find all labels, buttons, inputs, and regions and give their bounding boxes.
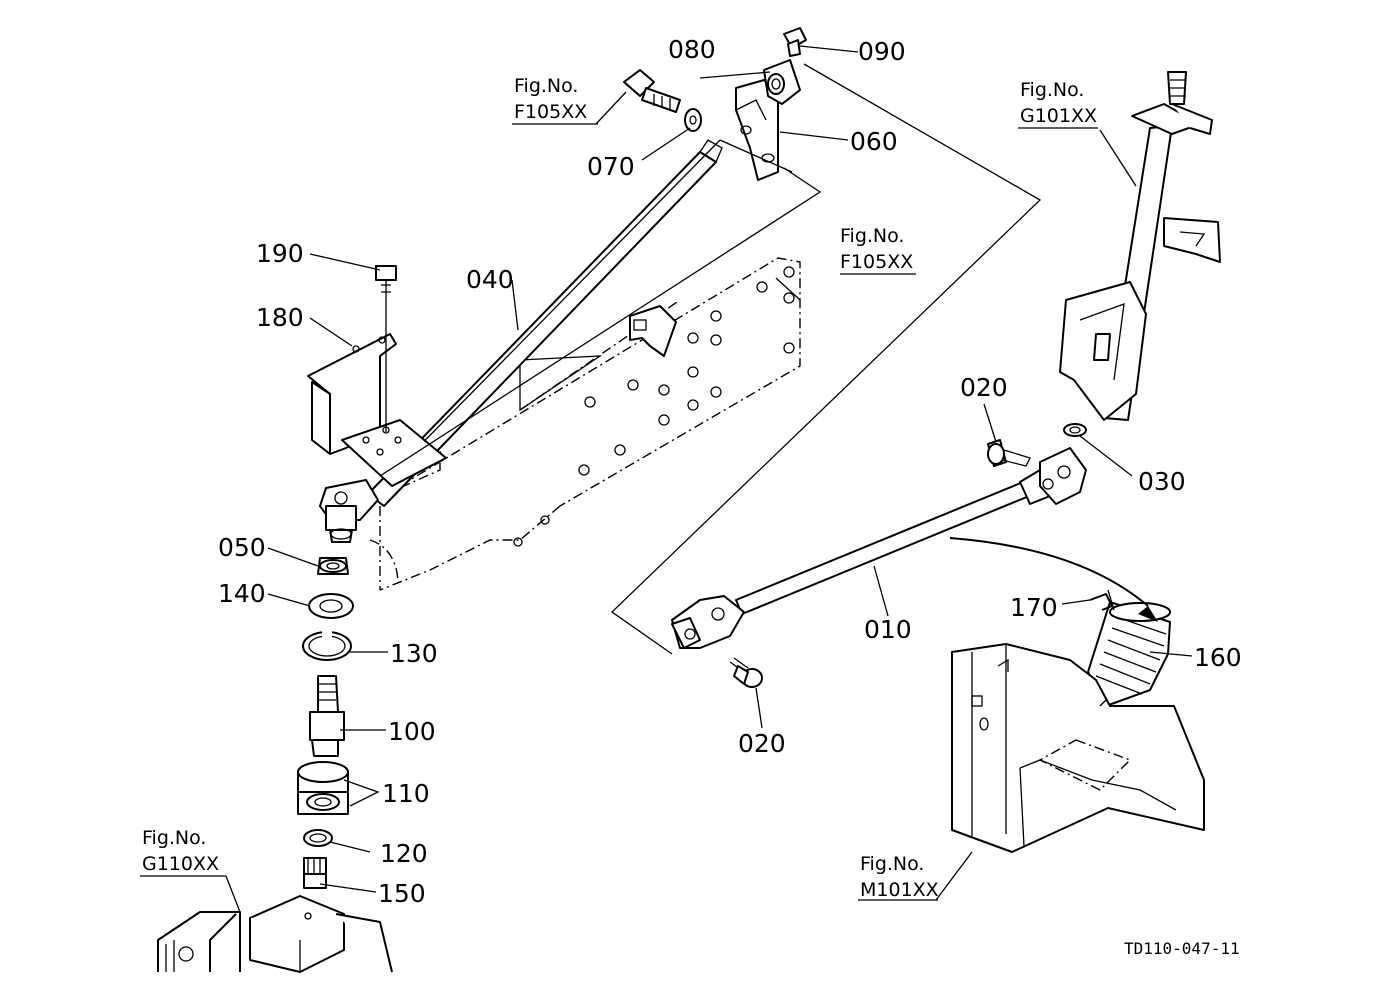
label-180: 180	[256, 303, 304, 332]
label-070: 070	[587, 152, 635, 181]
cab-frame-m101	[951, 643, 1205, 853]
label-130: 130	[390, 639, 438, 668]
leader-lines	[140, 45, 1193, 913]
part-100-shaft	[309, 675, 345, 757]
part-080-flange-bearing	[763, 59, 801, 105]
part-050-bushing	[317, 557, 349, 575]
universal-joint-lower-left	[671, 595, 745, 649]
label-140: 140	[218, 579, 266, 608]
frame-plate-center	[379, 257, 801, 591]
label-060: 060	[850, 127, 898, 156]
phantom-lines	[379, 63, 1107, 707]
label-020-lower: 020	[738, 729, 786, 758]
label-110: 110	[382, 779, 430, 808]
part-150-pinion	[303, 857, 327, 889]
frame-plate-holes	[513, 266, 795, 547]
universal-joint-upper-right	[1019, 447, 1087, 505]
part-070-washer	[684, 108, 702, 132]
bolt-ref-f105	[623, 69, 681, 113]
label-170: 170	[1010, 593, 1058, 622]
part-120-snap-ring	[303, 829, 333, 847]
ref-g110-code: G110XX	[142, 853, 219, 875]
part-110-bearing-pair	[297, 761, 349, 815]
part-030-ring	[1063, 423, 1087, 437]
label-010: 010	[864, 615, 912, 644]
drawing-code: TD110-047-11	[1124, 939, 1240, 958]
ref-f105-top-code: F105XX	[514, 101, 587, 123]
ref-g110-label: Fig.No.	[142, 827, 206, 849]
ref-f105-mid-code: F105XX	[840, 251, 913, 273]
figure-references: Fig.No. F105XX Fig.No. F105XX Fig.No. G1…	[142, 75, 1097, 901]
part-020-bolt-upper	[987, 439, 1031, 467]
label-030: 030	[1138, 467, 1186, 496]
label-020-upper: 020	[960, 373, 1008, 402]
label-150: 150	[378, 879, 426, 908]
ref-f105-mid-label: Fig.No.	[840, 225, 904, 247]
part-040-steering-shaft	[367, 139, 723, 507]
frame-bracket-clip	[629, 305, 677, 357]
part-130-ring	[302, 630, 352, 661]
ref-m101-label: Fig.No.	[860, 853, 924, 875]
label-090: 090	[858, 37, 906, 66]
label-120: 120	[380, 839, 428, 868]
label-080: 080	[668, 35, 716, 64]
arrow-boot-fitting	[949, 537, 1158, 622]
part-labels: 080 090 060 070 040 190 180 050 140 130 …	[218, 35, 1242, 908]
steering-column	[1059, 71, 1221, 421]
label-190: 190	[256, 239, 304, 268]
label-160: 160	[1194, 643, 1242, 672]
label-100: 100	[388, 717, 436, 746]
part-160-boot	[1087, 601, 1171, 707]
part-140-seal	[308, 593, 354, 619]
ref-g101-code: G101XX	[1020, 105, 1097, 127]
label-050: 050	[218, 533, 266, 562]
gear-box-housing	[157, 895, 393, 973]
ref-f105-top-label: Fig.No.	[514, 75, 578, 97]
part-010-intermediate-shaft	[735, 479, 1035, 615]
part-090-bolt	[783, 27, 807, 57]
part-180-bracket	[307, 333, 447, 487]
label-040: 040	[466, 265, 514, 294]
part-020-bolt-lower	[729, 657, 763, 688]
universal-joint-left	[319, 479, 379, 543]
part-170-clip	[1089, 589, 1115, 611]
part-190-bolt	[375, 265, 397, 432]
ref-m101-code: M101XX	[860, 879, 939, 901]
ref-g101-label: Fig.No.	[1020, 79, 1084, 101]
